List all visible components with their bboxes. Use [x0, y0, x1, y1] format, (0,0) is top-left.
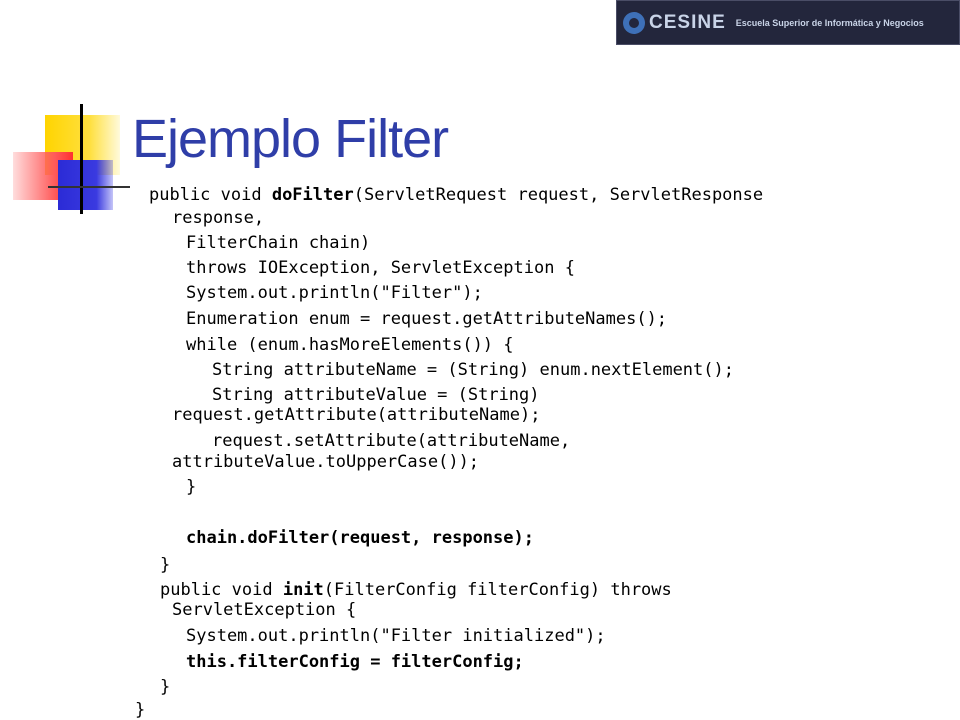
code-line: response, — [172, 208, 265, 228]
code-line: ServletException { — [172, 600, 357, 620]
slide-title: Ejemplo Filter — [132, 109, 449, 169]
code-line: System.out.println("Filter initialized")… — [186, 626, 606, 646]
code-line: request.setAttribute(attributeName, — [212, 431, 571, 451]
code-line: } — [160, 677, 171, 697]
code-line: this.filterConfig = filterConfig; — [186, 652, 524, 672]
decoration-blue-block — [58, 160, 113, 210]
cesine-logo: CESINE Escuela Superior de Informática y… — [616, 0, 960, 45]
code-line: public void init(FilterConfig filterConf… — [160, 580, 672, 600]
decoration-vertical-line — [80, 104, 83, 214]
code-line: FilterChain chain) — [186, 233, 371, 253]
code-line: String attributeValue = (String) — [212, 385, 540, 405]
code-line: System.out.println("Filter"); — [186, 283, 483, 303]
logo-mark-icon — [623, 11, 645, 34]
logo-subtitle: Escuela Superior de Informática y Negoci… — [735, 17, 924, 28]
code-line: throws IOException, ServletException { — [186, 258, 575, 278]
code-line: public void doFilter(ServletRequest requ… — [149, 185, 764, 205]
decoration-horizontal-line — [48, 186, 130, 188]
code-line: while (enum.hasMoreElements()) { — [186, 335, 514, 355]
code-line: chain.doFilter(request, response); — [186, 528, 534, 548]
code-line: String attributeName = (String) enum.nex… — [212, 360, 734, 380]
code-line: request.getAttribute(attributeName); — [172, 405, 541, 425]
logo-brand: CESINE — [649, 11, 726, 33]
code-line: } — [135, 700, 146, 720]
code-line: } — [186, 477, 197, 497]
code-line: Enumeration enum = request.getAttributeN… — [186, 309, 668, 329]
code-line: attributeValue.toUpperCase()); — [172, 452, 480, 472]
code-line: } — [160, 555, 171, 575]
